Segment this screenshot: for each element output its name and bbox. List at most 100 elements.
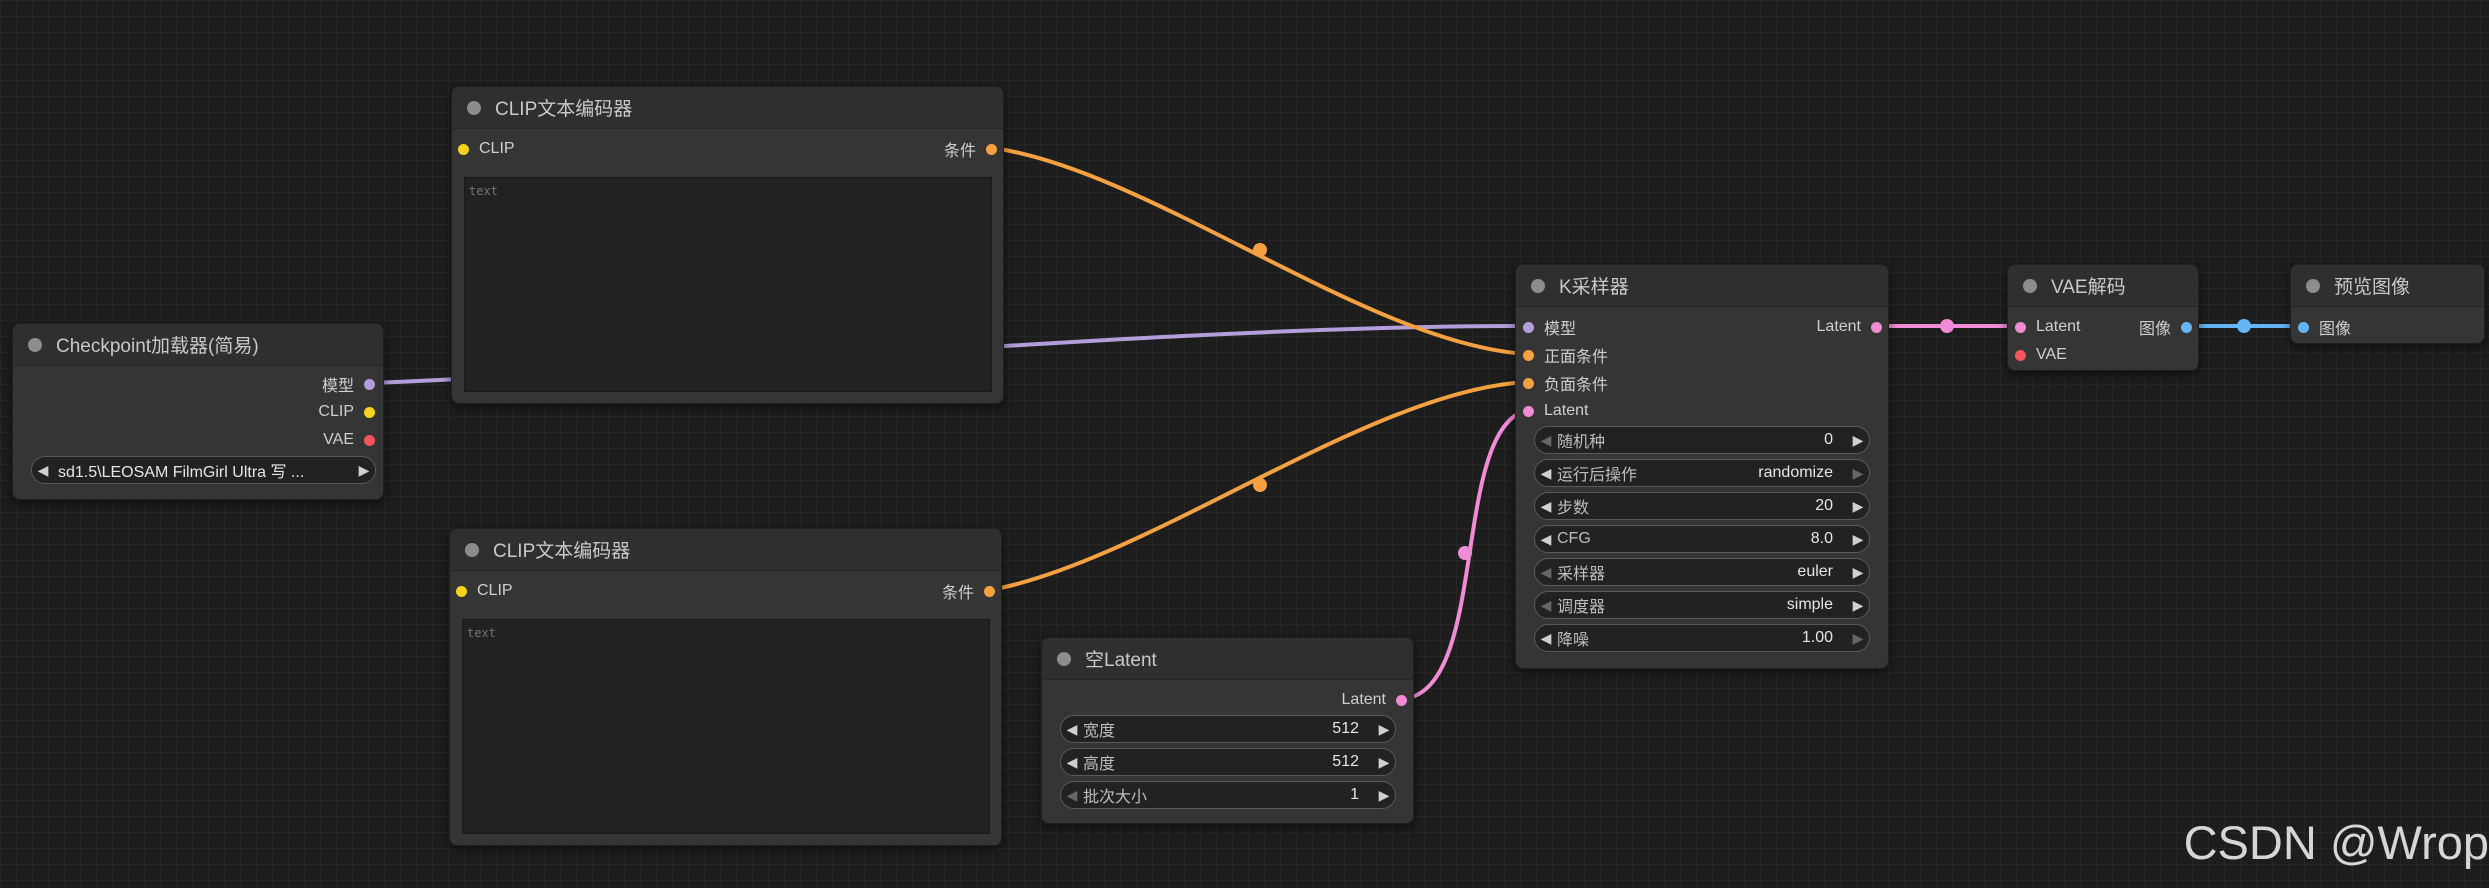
vae-pin-icon[interactable] — [2015, 349, 2026, 361]
ksampler-node[interactable]: K采样器 模型 正面条件 负面条件 Latent Latent ◀ 随机种 0 … — [1515, 264, 1889, 669]
wire-midpoint[interactable] — [1253, 243, 1267, 257]
widget-label: 随机种 — [1557, 434, 1606, 451]
prompt-textarea[interactable] — [462, 619, 990, 834]
output-latent[interactable]: Latent — [1817, 314, 1882, 340]
collapse-dot-icon[interactable] — [465, 542, 479, 557]
clip-pin-icon[interactable] — [364, 406, 375, 418]
node-header[interactable]: VAE解码 — [2008, 265, 2198, 307]
node-header[interactable]: 预览图像 — [2291, 265, 2484, 307]
left-arrow-icon[interactable]: ◀ — [1540, 431, 1552, 448]
collapse-dot-icon[interactable] — [1531, 278, 1545, 293]
preview-image-node[interactable]: 预览图像 图像 — [2290, 264, 2485, 344]
left-arrow-icon[interactable]: ◀ — [1540, 497, 1552, 514]
sampler-widget[interactable]: ◀ 采样器 euler ▶ — [1534, 558, 1870, 586]
wire-midpoint[interactable] — [1253, 478, 1267, 492]
widget-label: 宽度 — [1083, 723, 1116, 740]
node-header[interactable]: Checkpoint加载器(简易) — [13, 324, 383, 366]
node-title: VAE解码 — [2051, 277, 2126, 298]
input-model[interactable]: 模型 — [1523, 314, 1576, 340]
input-clip[interactable]: CLIP — [458, 136, 515, 162]
left-arrow-icon[interactable]: ◀ — [37, 461, 49, 478]
seed-widget[interactable]: ◀ 随机种 0 ▶ — [1534, 426, 1870, 454]
clip-text-encode-positive-node[interactable]: CLIP文本编码器 CLIP 条件 — [451, 86, 1004, 404]
latent-pin-icon[interactable] — [1396, 694, 1407, 706]
height-widget[interactable]: ◀ 高度 512 ▶ — [1060, 748, 1396, 776]
conditioning-pin-icon[interactable] — [1523, 377, 1534, 389]
node-header[interactable]: CLIP文本编码器 — [452, 87, 1003, 129]
output-conditioning[interactable]: 条件 — [944, 136, 997, 162]
output-vae[interactable]: VAE — [323, 427, 375, 453]
steps-widget[interactable]: ◀ 步数 20 ▶ — [1534, 492, 1870, 520]
right-arrow-icon[interactable]: ▶ — [1378, 720, 1390, 737]
conditioning-pin-icon[interactable] — [986, 143, 997, 155]
right-arrow-icon[interactable]: ▶ — [1378, 753, 1390, 770]
input-vae[interactable]: VAE — [2015, 342, 2067, 368]
left-arrow-icon[interactable]: ◀ — [1540, 530, 1552, 547]
input-image[interactable]: 图像 — [2298, 314, 2351, 340]
input-latent[interactable]: Latent — [1523, 398, 1588, 424]
clip-pin-icon[interactable] — [458, 143, 469, 155]
left-arrow-icon[interactable]: ◀ — [1540, 629, 1552, 646]
wire-midpoint[interactable] — [1940, 319, 1954, 333]
model-pin-icon[interactable] — [364, 378, 375, 390]
widget-label: 降噪 — [1557, 632, 1590, 649]
collapse-dot-icon[interactable] — [2023, 278, 2037, 293]
ckpt-name-combo[interactable]: ◀ sd1.5\LEOSAM FilmGirl Ultra 写 ... ▶ — [31, 456, 376, 484]
denoise-widget[interactable]: ◀ 降噪 1.00 ▶ — [1534, 624, 1870, 652]
left-arrow-icon[interactable]: ◀ — [1540, 563, 1552, 580]
control-after-generate-widget[interactable]: ◀ 运行后操作 randomize ▶ — [1534, 459, 1870, 487]
output-model[interactable]: 模型 — [322, 371, 375, 397]
latent-pin-icon[interactable] — [1871, 321, 1882, 333]
right-arrow-icon[interactable]: ▶ — [1852, 563, 1864, 580]
right-arrow-icon[interactable]: ▶ — [358, 461, 370, 478]
collapse-dot-icon[interactable] — [2306, 278, 2320, 293]
input-latent[interactable]: Latent — [2015, 314, 2080, 340]
batch-size-widget[interactable]: ◀ 批次大小 1 ▶ — [1060, 781, 1396, 809]
left-arrow-icon[interactable]: ◀ — [1540, 596, 1552, 613]
right-arrow-icon[interactable]: ▶ — [1852, 464, 1864, 481]
latent-pin-icon[interactable] — [2015, 321, 2026, 333]
output-latent[interactable]: Latent — [1342, 687, 1407, 713]
right-arrow-icon[interactable]: ▶ — [1852, 431, 1864, 448]
scheduler-widget[interactable]: ◀ 调度器 simple ▶ — [1534, 591, 1870, 619]
empty-latent-node[interactable]: 空Latent Latent ◀ 宽度 512 ▶ ◀ 高度 512 ▶ ◀ 批… — [1041, 637, 1414, 824]
clip-text-encode-negative-node[interactable]: CLIP文本编码器 CLIP 条件 — [449, 528, 1002, 846]
left-arrow-icon[interactable]: ◀ — [1066, 786, 1078, 803]
node-title: CLIP文本编码器 — [493, 541, 631, 562]
checkpoint-loader-node[interactable]: Checkpoint加载器(简易) 模型 CLIP VAE ◀ sd1.5\LE… — [12, 323, 384, 500]
wire-midpoint[interactable] — [2237, 319, 2251, 333]
model-pin-icon[interactable] — [1523, 321, 1534, 333]
clip-pin-icon[interactable] — [456, 585, 467, 597]
image-pin-icon[interactable] — [2181, 321, 2192, 333]
output-clip[interactable]: CLIP — [318, 399, 375, 425]
input-positive[interactable]: 正面条件 — [1523, 342, 1608, 368]
node-header[interactable]: CLIP文本编码器 — [450, 529, 1001, 571]
node-header[interactable]: K采样器 — [1516, 265, 1888, 307]
left-arrow-icon[interactable]: ◀ — [1540, 464, 1552, 481]
right-arrow-icon[interactable]: ▶ — [1852, 530, 1864, 547]
vae-decode-node[interactable]: VAE解码 Latent VAE 图像 — [2007, 264, 2199, 371]
width-widget[interactable]: ◀ 宽度 512 ▶ — [1060, 715, 1396, 743]
right-arrow-icon[interactable]: ▶ — [1852, 629, 1864, 646]
input-negative[interactable]: 负面条件 — [1523, 370, 1608, 396]
collapse-dot-icon[interactable] — [28, 337, 42, 352]
image-pin-icon[interactable] — [2298, 321, 2309, 333]
right-arrow-icon[interactable]: ▶ — [1852, 596, 1864, 613]
right-arrow-icon[interactable]: ▶ — [1378, 786, 1390, 803]
collapse-dot-icon[interactable] — [467, 100, 481, 115]
conditioning-pin-icon[interactable] — [1523, 349, 1534, 361]
node-header[interactable]: 空Latent — [1042, 638, 1413, 680]
input-clip[interactable]: CLIP — [456, 578, 513, 604]
left-arrow-icon[interactable]: ◀ — [1066, 753, 1078, 770]
collapse-dot-icon[interactable] — [1057, 651, 1071, 666]
prompt-textarea[interactable] — [464, 177, 992, 392]
output-conditioning[interactable]: 条件 — [942, 578, 995, 604]
right-arrow-icon[interactable]: ▶ — [1852, 497, 1864, 514]
cfg-widget[interactable]: ◀ CFG 8.0 ▶ — [1534, 525, 1870, 553]
output-image[interactable]: 图像 — [2139, 314, 2192, 340]
wire-midpoint[interactable] — [1458, 546, 1472, 560]
conditioning-pin-icon[interactable] — [984, 585, 995, 597]
left-arrow-icon[interactable]: ◀ — [1066, 720, 1078, 737]
latent-pin-icon[interactable] — [1523, 405, 1534, 417]
vae-pin-icon[interactable] — [364, 434, 375, 446]
